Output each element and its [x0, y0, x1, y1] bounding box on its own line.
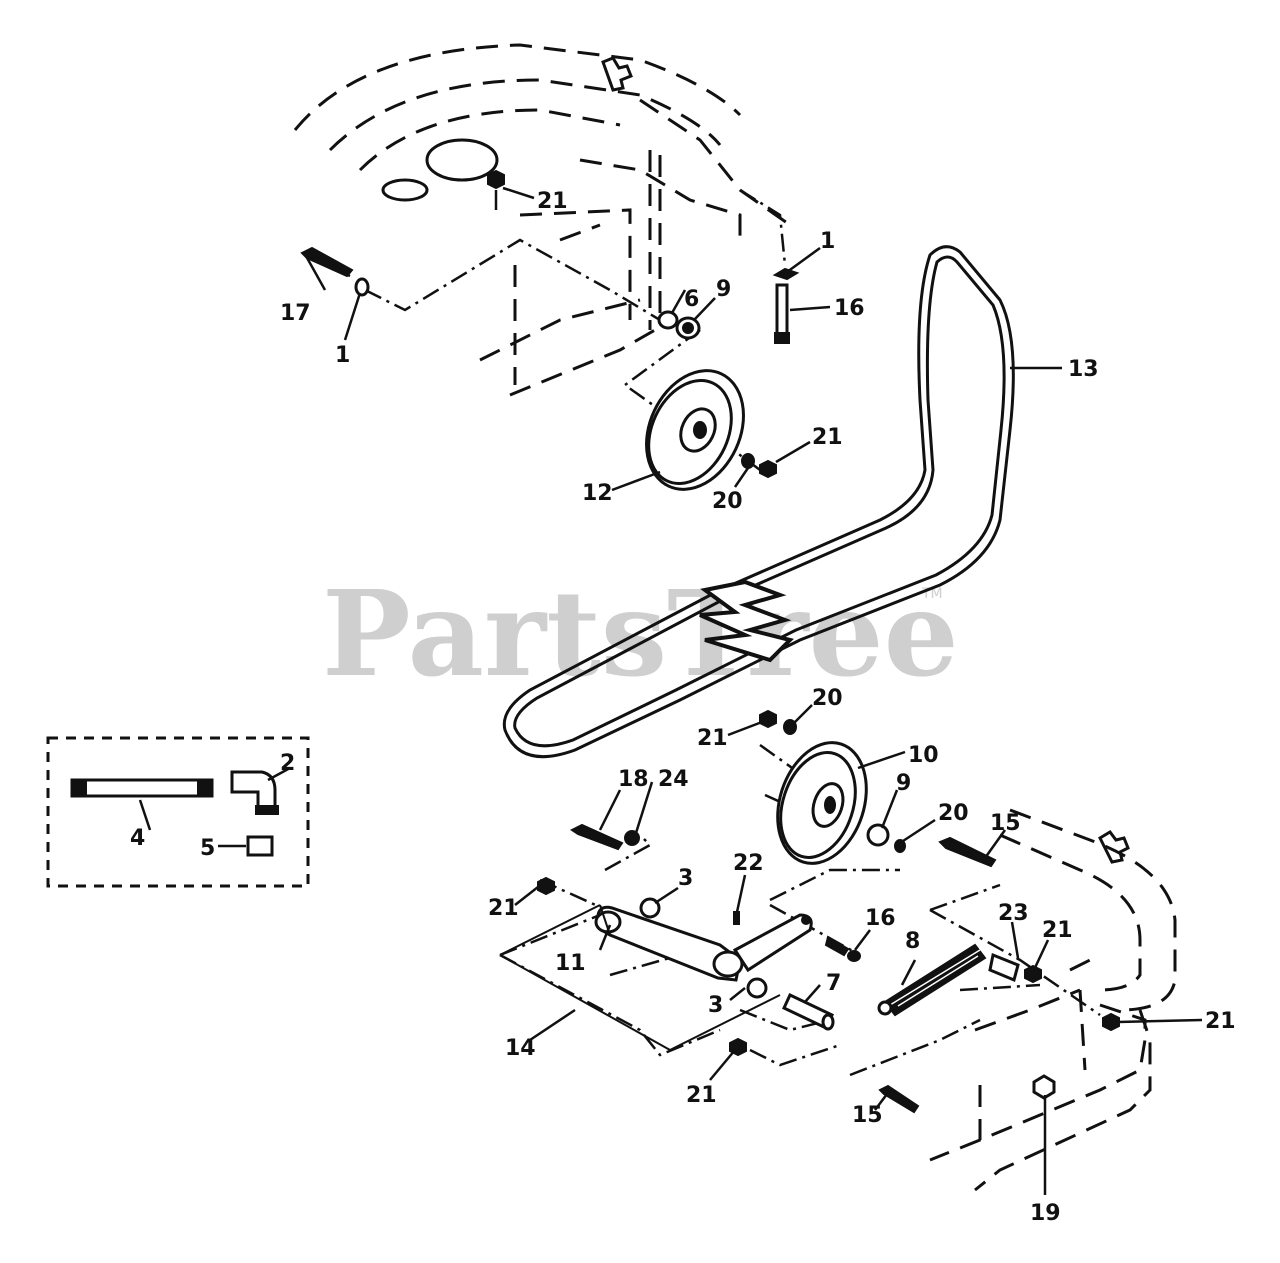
bushing-3-top	[639, 897, 661, 919]
label-22: 22	[733, 851, 764, 876]
label-20-bottom: 20	[938, 801, 969, 826]
label-21-spring: 21	[1042, 918, 1073, 943]
nut-21-right	[1102, 1012, 1120, 1032]
spacer-9-bottom	[866, 823, 890, 847]
label-1-right: 1	[820, 229, 835, 254]
bolt-16-bottom	[824, 935, 861, 962]
label-21-right: 21	[1205, 1009, 1236, 1034]
label-13: 13	[1068, 357, 1099, 382]
washer-24	[624, 830, 640, 846]
washer-6	[657, 310, 679, 330]
top-centerline-1	[364, 238, 661, 322]
label-9-top: 9	[716, 277, 731, 302]
label-6: 6	[684, 287, 699, 312]
label-18: 18	[618, 767, 649, 792]
belt-13	[502, 245, 1015, 759]
leader-lines	[138, 186, 1203, 1195]
pulley-10	[776, 741, 868, 865]
elbow-2	[230, 770, 279, 815]
nut-21-mid	[759, 709, 777, 729]
bolt-15-bottom	[878, 1084, 920, 1114]
pin-7	[782, 992, 835, 1031]
label-24: 24	[658, 767, 689, 792]
coupler-5	[246, 835, 274, 857]
label-23: 23	[998, 901, 1029, 926]
nut-19	[1032, 1074, 1056, 1100]
nut-21-spring	[1024, 964, 1042, 984]
hose-4	[70, 778, 214, 798]
callout-labels: 21 1 17 1 6 9 16 13 21 12 20 20 21 10 18…	[130, 189, 1236, 1226]
label-19: 19	[1030, 1201, 1061, 1226]
top-centerline-2	[739, 188, 787, 266]
label-4: 4	[130, 826, 145, 851]
label-17: 17	[280, 301, 311, 326]
bolt-18	[570, 823, 624, 851]
label-14: 14	[505, 1036, 536, 1061]
label-10: 10	[908, 743, 939, 768]
label-21-top-nut: 21	[537, 189, 568, 214]
label-21-pulley: 21	[812, 425, 843, 450]
kit-box	[46, 736, 310, 888]
pulley-12	[645, 369, 745, 491]
label-3-top: 3	[678, 866, 693, 891]
label-7: 7	[826, 971, 841, 996]
label-3-bottom: 3	[708, 993, 723, 1018]
label-2: 2	[280, 751, 295, 776]
nut-21-top	[487, 169, 505, 210]
spring-8	[877, 943, 987, 1017]
nut-21-left	[537, 876, 555, 896]
bolt-16-top	[774, 283, 790, 344]
top-frame	[293, 43, 791, 397]
label-21-bottom: 21	[686, 1083, 717, 1108]
idler-arm-11	[594, 905, 813, 982]
label-5: 5	[200, 836, 215, 861]
label-11: 11	[555, 951, 586, 976]
label-16-bottom: 16	[865, 906, 896, 931]
washer-20-mid	[783, 719, 797, 735]
label-21-mid: 21	[697, 726, 728, 751]
label-16-top: 16	[834, 296, 865, 321]
label-15-top: 15	[990, 811, 1021, 836]
label-20-top: 20	[712, 489, 743, 514]
label-8: 8	[905, 929, 920, 954]
label-9-bottom: 9	[896, 771, 911, 796]
washer-1-left	[354, 277, 370, 297]
label-21-left: 21	[488, 896, 519, 921]
bushing-3-bottom	[746, 977, 768, 999]
washer-20-top	[741, 453, 755, 469]
bolt-15-top	[938, 836, 997, 868]
washer-1-right	[772, 267, 800, 281]
bottom-frame	[929, 808, 1177, 1192]
label-1-left: 1	[335, 343, 350, 368]
label-15-bottom: 15	[852, 1103, 883, 1128]
fitting-22	[733, 911, 740, 925]
washer-20-bottom	[894, 839, 906, 853]
label-12: 12	[582, 481, 613, 506]
nut-21-pulley	[759, 459, 777, 479]
spacer-23	[988, 952, 1020, 983]
label-20-mid: 20	[812, 686, 843, 711]
